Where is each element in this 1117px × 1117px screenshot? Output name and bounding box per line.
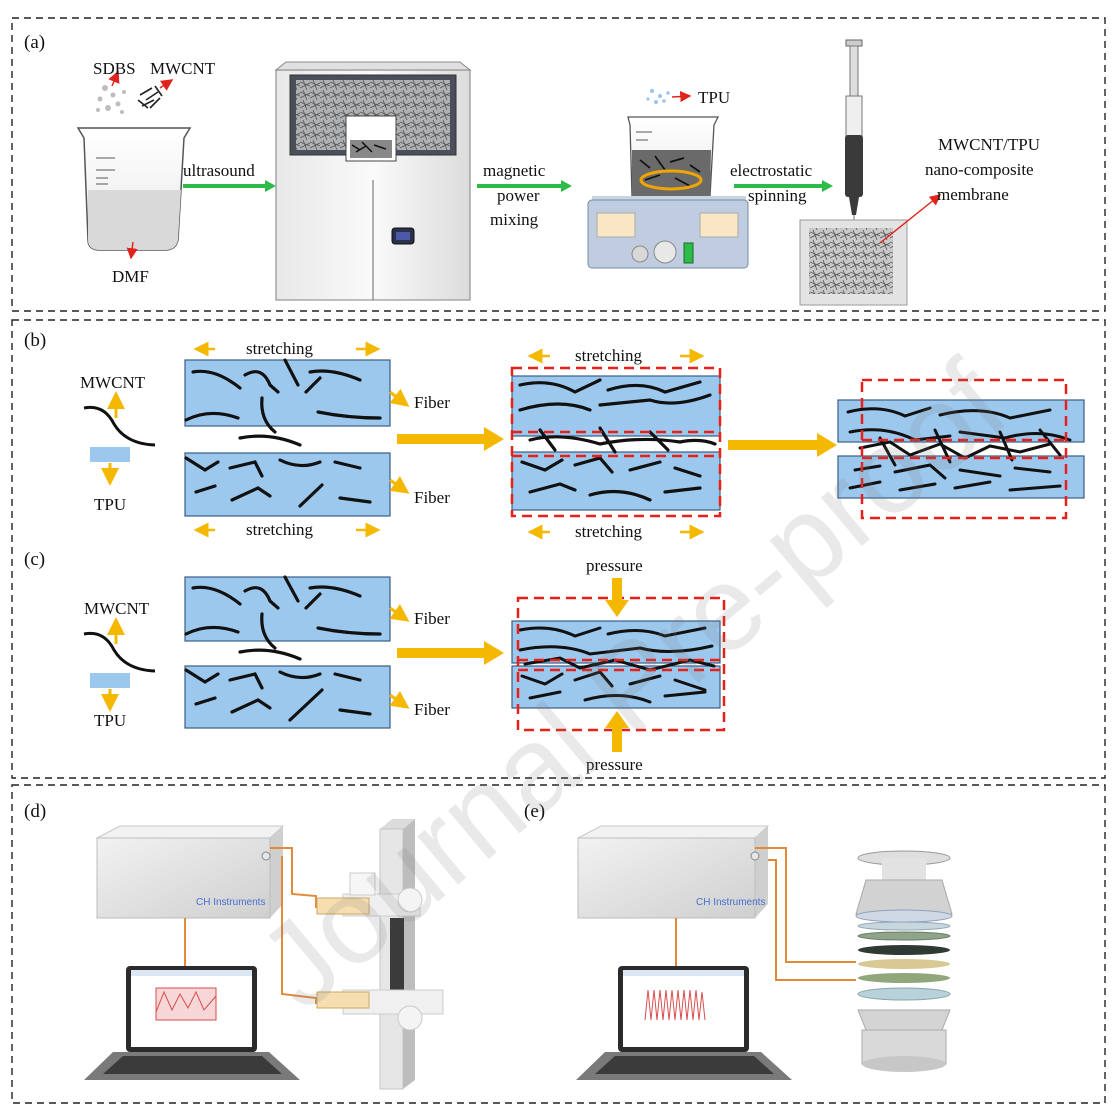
fiber-pair-b1 xyxy=(184,358,391,517)
pressure-arrow-top xyxy=(612,578,622,602)
syringe xyxy=(845,39,863,226)
panel-bc-frame xyxy=(11,319,1106,779)
step-electrostatic: electrostatic xyxy=(730,161,813,180)
product-line3: membrane xyxy=(937,185,1009,204)
stretching-b1-top: stretching xyxy=(246,339,314,358)
mwcnt-label-a: MWCNT xyxy=(150,59,216,78)
panel-d: (d) CH Instruments xyxy=(24,801,444,1090)
legend-tpu-b xyxy=(90,447,130,462)
legend-tpu-c xyxy=(90,673,130,688)
magnetic-stirrer xyxy=(587,116,749,269)
cable-e-top xyxy=(755,847,856,963)
panel-b: (b) MWCNT TPU stretching xyxy=(24,330,1085,541)
process-arrow-c xyxy=(397,648,485,658)
fiber-pair-c2 xyxy=(511,620,721,709)
dashed-box-b2 xyxy=(510,366,722,518)
stretching-b1-bot: stretching xyxy=(246,520,314,539)
stretching-b2-bot: stretching xyxy=(575,522,643,541)
pressure-fixture xyxy=(855,850,953,1072)
ch-instrument-e: CH Instruments xyxy=(577,825,770,919)
fiber-label-c-top: Fiber xyxy=(414,609,450,628)
step-ultrasound: ultrasound xyxy=(183,161,255,180)
panel-b-tag: (b) xyxy=(24,330,46,351)
cable-e-bot xyxy=(768,859,856,981)
cable-d-bot xyxy=(281,856,317,1004)
membrane-pointer xyxy=(879,194,942,244)
panel-a-tag: (a) xyxy=(24,32,45,53)
sdbs-particles xyxy=(96,85,126,114)
legend-mwcnt-c xyxy=(83,631,156,673)
dmf-pointer xyxy=(126,241,138,260)
instrument-brand-d: CH Instruments xyxy=(196,897,265,908)
panel-de-frame xyxy=(11,784,1106,1104)
step-spinning: spinning xyxy=(748,186,807,205)
sdbs-pointer xyxy=(108,70,120,87)
mwcnt-bundle xyxy=(137,85,163,109)
dmf-label: DMF xyxy=(112,267,149,286)
step-power: power xyxy=(497,186,540,205)
sdbs-label: SDBS xyxy=(93,59,136,78)
panel-e: (e) CH Instruments xyxy=(524,801,953,1080)
legend-mwcnt-label-b: MWCNT xyxy=(80,373,146,392)
fiber-label-b1-bot: Fiber xyxy=(414,488,450,507)
panel-c-tag: (c) xyxy=(24,549,45,570)
panel-d-tag: (d) xyxy=(24,801,46,822)
step-magnetic: magnetic xyxy=(483,161,546,180)
legend-mwcnt-label-c: MWCNT xyxy=(84,599,150,618)
tpu-pointer-a xyxy=(671,90,692,103)
tpu-label-a: TPU xyxy=(698,88,730,107)
tensile-fixture xyxy=(316,819,444,1090)
step-mixing: mixing xyxy=(490,210,539,229)
panel-c: (c) MWCNT TPU Fiber Fiber xyxy=(24,549,726,774)
legend-tpu-label-c: TPU xyxy=(94,711,126,730)
membrane xyxy=(799,219,908,306)
legend-tpu-label-b: TPU xyxy=(94,495,126,514)
panel-a: (a) SDBS MWCNT DMF ultrasound xyxy=(24,32,1040,306)
product-line2: nano-composite xyxy=(925,160,1034,179)
panel-e-tag: (e) xyxy=(524,801,545,822)
legend-mwcnt-b xyxy=(83,405,156,447)
pressure-label-top: pressure xyxy=(586,556,643,575)
fiber-pair-b3 xyxy=(837,399,1085,499)
pressure-label-bot: pressure xyxy=(586,755,643,774)
product-line1: MWCNT/TPU xyxy=(938,135,1040,154)
laptop-e xyxy=(576,966,792,1080)
dashed-box-b3 xyxy=(860,378,1068,520)
stretching-b2-top: stretching xyxy=(575,346,643,365)
mwcnt-pointer xyxy=(159,79,174,91)
process-arrow-b1 xyxy=(397,434,485,444)
fiber-pair-b2 xyxy=(511,375,721,511)
laptop-d xyxy=(84,966,300,1080)
fiber-pair-c1 xyxy=(184,575,391,729)
cable-d-top xyxy=(270,847,317,908)
ch-instrument-d: CH Instruments xyxy=(96,825,285,919)
fiber-label-b1-top: Fiber xyxy=(414,393,450,412)
panel-a-frame xyxy=(11,17,1106,312)
instrument-brand-e: CH Instruments xyxy=(696,897,765,908)
process-arrow-b2 xyxy=(728,440,818,450)
tpu-particles xyxy=(646,89,670,104)
pressure-arrow-bot xyxy=(612,726,622,752)
ultrasonic-bath xyxy=(274,61,472,301)
beaker-dmf xyxy=(76,127,192,251)
fiber-label-c-bot: Fiber xyxy=(414,700,450,719)
